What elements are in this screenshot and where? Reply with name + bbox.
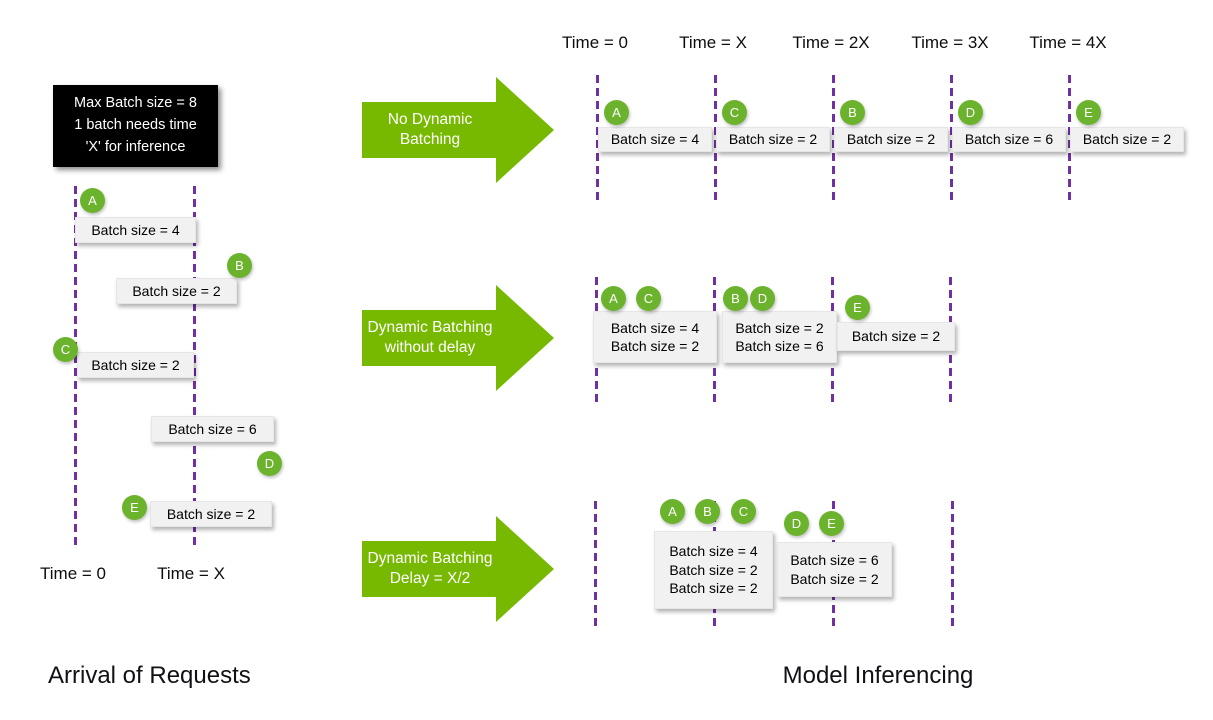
request-chip-c: C xyxy=(53,337,78,362)
arrow-icon xyxy=(362,77,554,183)
arrival-section-title: Arrival of Requests xyxy=(48,662,251,689)
inference-time-label-x: Time = X xyxy=(679,33,747,52)
inference-section-title: Model Inferencing xyxy=(782,662,974,689)
row1-batch-2: Batch size = 2 xyxy=(716,127,830,152)
row2-chip-a: A xyxy=(601,286,626,311)
row3-timeline-3x xyxy=(951,501,954,627)
arrival-time-label-0: Time = 0 xyxy=(40,564,106,583)
arrival-batch-b: Batch size = 2 xyxy=(116,278,237,304)
batch-label: Batch size = 2 xyxy=(851,328,941,345)
batch-label: Batch size = 6 xyxy=(735,338,824,354)
batch-label: Batch size = 4 xyxy=(669,543,758,560)
arrow-label: Dynamic Batching without delay xyxy=(362,310,498,366)
batch-label: Batch size = 2 xyxy=(669,580,758,597)
arrival-batch-a: Batch size = 4 xyxy=(75,217,196,243)
row2-chip-d: D xyxy=(750,286,775,311)
row1-timeline-2x xyxy=(832,75,835,200)
inference-time-label-3x: Time = 3X xyxy=(911,33,989,52)
row1-timeline-x xyxy=(714,75,717,200)
row1-batch-4: Batch size = 6 xyxy=(952,127,1066,152)
request-chip-d: D xyxy=(257,451,282,476)
arrow-label-line: Dynamic Batching xyxy=(367,549,493,567)
arrow-label-line: Dynamic Batching xyxy=(367,318,493,336)
note-line: 'X' for inference xyxy=(85,138,186,155)
inference-time-label-0: Time = 0 xyxy=(562,33,628,52)
batch-label: Batch size = 2 xyxy=(132,282,221,299)
batch-label: Batch size = 2 xyxy=(1082,131,1172,148)
row3-chip-d: D xyxy=(784,511,809,536)
batch-label: Batch size = 4 xyxy=(610,319,700,336)
arrow-label-line: Batching xyxy=(399,131,461,148)
arrival-timeline-t0 xyxy=(74,186,77,548)
row1-chip-c: C xyxy=(722,100,747,125)
note-line: 1 batch needs time xyxy=(74,117,197,134)
constraint-note: Max Batch size = 8 1 batch needs time 'X… xyxy=(53,85,218,167)
arrow-label: No Dynamic Batching xyxy=(362,102,498,158)
batch-label: Batch size = 2 xyxy=(846,131,936,148)
row2-chip-c: C xyxy=(636,286,661,311)
arrival-batch-c: Batch size = 2 xyxy=(77,352,194,378)
batch-label: Batch size = 2 xyxy=(91,356,180,373)
row1-batch-5: Batch size = 2 xyxy=(1070,127,1184,152)
batch-label: Batch size = 2 xyxy=(728,131,818,148)
arrow-label-line: No Dynamic xyxy=(387,110,473,128)
row1-chip-d: D xyxy=(958,100,983,125)
note-line: Max Batch size = 8 xyxy=(74,95,197,112)
row1-chip-b: B xyxy=(840,100,865,125)
arrow-dynamic-batching-delay: Dynamic Batching Delay = X/2 xyxy=(362,516,554,622)
arrival-timeline-tx xyxy=(193,186,196,548)
arrow-no-dynamic-batching: No Dynamic Batching xyxy=(362,77,554,183)
row1-batch-1: Batch size = 4 xyxy=(598,127,712,152)
row1-timeline-4x xyxy=(1068,75,1071,200)
row1-chip-e: E xyxy=(1076,100,1101,125)
row2-chip-b: B xyxy=(723,286,748,311)
batch-label: Batch size = 6 xyxy=(964,131,1054,148)
batch-label: Batch size = 2 xyxy=(166,505,256,522)
arrow-icon xyxy=(362,285,554,391)
arrival-batch-e: Batch size = 2 xyxy=(150,501,272,527)
batch-label: Batch size = 6 xyxy=(168,420,257,437)
batch-label: Batch size = 4 xyxy=(91,221,180,238)
row3-batch-2: Batch size = 6 Batch size = 2 xyxy=(777,542,892,597)
arrival-batch-d: Batch size = 6 xyxy=(151,416,274,442)
arrow-dynamic-batching-no-delay: Dynamic Batching without delay xyxy=(362,285,554,391)
arrival-time-label-x: Time = X xyxy=(157,564,225,583)
arrow-label-line: without delay xyxy=(384,339,476,356)
row3-chip-c: C xyxy=(731,499,756,524)
row1-chip-a: A xyxy=(604,100,629,125)
arrow-label-line: Delay = X/2 xyxy=(389,570,471,587)
row3-chip-a: A xyxy=(660,499,685,524)
batch-label: Batch size = 2 xyxy=(735,319,824,336)
inference-time-label-4x: Time = 4X xyxy=(1029,33,1107,52)
row3-chip-e: E xyxy=(819,511,844,536)
row3-batch-1: Batch size = 4 Batch size = 2 Batch size… xyxy=(654,531,773,609)
row1-batch-3: Batch size = 2 xyxy=(834,127,948,152)
row2-chip-e: E xyxy=(845,295,870,320)
batch-label: Batch size = 2 xyxy=(610,338,700,354)
batch-label: Batch size = 6 xyxy=(790,552,879,569)
request-chip-a: A xyxy=(80,188,105,213)
batch-label: Batch size = 4 xyxy=(610,131,700,148)
batch-label: Batch size = 2 xyxy=(669,561,758,578)
row3-timeline-0 xyxy=(594,501,597,627)
arrow-icon xyxy=(362,516,554,622)
batch-label: Batch size = 2 xyxy=(790,570,879,587)
row2-batch-1: Batch size = 4 Batch size = 2 xyxy=(593,311,717,363)
inference-time-label-2x: Time = 2X xyxy=(792,33,870,52)
row3-chip-b: B xyxy=(695,499,720,524)
row1-timeline-3x xyxy=(950,75,953,200)
row2-batch-3: Batch size = 2 xyxy=(837,322,955,351)
row1-timeline-0 xyxy=(596,75,599,200)
request-chip-e: E xyxy=(122,495,147,520)
row2-batch-2: Batch size = 2 Batch size = 6 xyxy=(722,311,837,363)
request-chip-b: B xyxy=(227,253,252,278)
arrow-label: Dynamic Batching Delay = X/2 xyxy=(362,541,498,597)
